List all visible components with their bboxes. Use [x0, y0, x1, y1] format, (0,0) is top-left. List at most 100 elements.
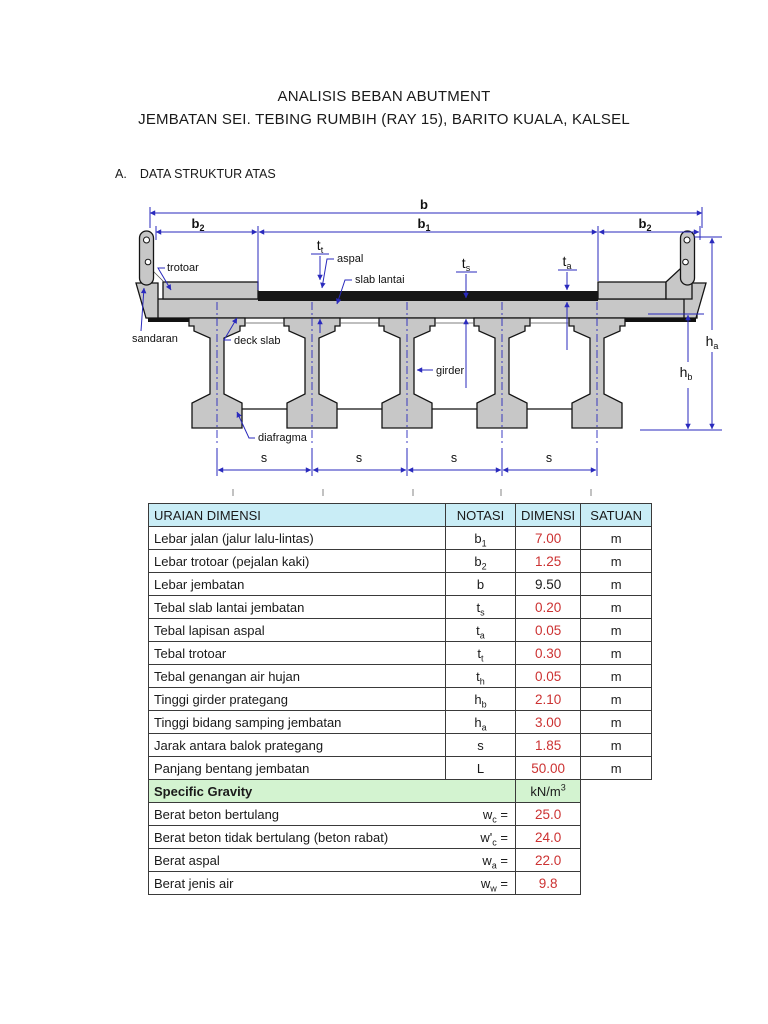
- dim-s: s: [546, 451, 552, 465]
- cell-label: Tinggi girder prategang: [148, 687, 446, 711]
- table-row: Lebar jalan (jalur lalu-lintas) b1 7.00 …: [148, 526, 653, 550]
- asphalt-layer-shape: [258, 291, 598, 301]
- document-title-line1: ANALISIS BEBAN ABUTMENT: [277, 88, 491, 105]
- cell-value: 24.0: [514, 825, 582, 849]
- cell-notasi: b: [445, 572, 516, 596]
- table-row: Tinggi girder prategang hb 2.10 m: [148, 687, 653, 711]
- col-header-satuan: SATUAN: [580, 503, 653, 527]
- deck-edge-left: [135, 282, 159, 319]
- cell-notasi: ts: [445, 595, 516, 619]
- cell-label: Lebar jembatan: [148, 572, 446, 596]
- deck-slab-shape: [147, 298, 698, 319]
- label-sandaran: sandaran: [132, 333, 178, 345]
- cell-value: 9.50: [514, 572, 582, 596]
- cell-label: Lebar trotoar (pejalan kaki): [148, 549, 446, 573]
- trotoar-right-shape: [597, 281, 667, 300]
- table-row: Tebal lapisan aspal ta 0.05 m: [148, 618, 653, 642]
- trotoar-left-shape: [162, 281, 259, 300]
- cell-notasi: tt: [445, 641, 516, 665]
- cell-value: 0.05: [514, 618, 582, 642]
- bridge-deck: [135, 230, 707, 322]
- col-header-notasi: NOTASI: [445, 503, 516, 527]
- cell-notasi: b1: [445, 526, 516, 550]
- table-row: Jarak antara balok prategang s 1.85 m: [148, 733, 653, 757]
- cell-unit: m: [580, 549, 653, 573]
- label-aspal: aspal: [337, 253, 363, 265]
- dimension-lines: [149, 207, 722, 476]
- dim-ts: ts: [462, 255, 471, 273]
- girders: [188, 302, 626, 444]
- cell-unit: m: [580, 641, 653, 665]
- cell-notasi: s: [445, 733, 516, 757]
- cell-notasi: b2: [445, 549, 516, 573]
- cell-value: 3.00: [514, 710, 582, 734]
- post-hole: [683, 236, 691, 244]
- col-header-uraian: URAIAN DIMENSI: [148, 503, 446, 527]
- cell-unit: m: [580, 687, 653, 711]
- cell-label: Berat beton tidak bertulang (beton rabat…: [148, 825, 516, 849]
- table-row: Tinggi bidang samping jembatan ha 3.00 m: [148, 710, 653, 734]
- cell-label: Tebal lapisan aspal: [148, 618, 446, 642]
- cell-notasi: th: [445, 664, 516, 688]
- section-heading: A. DATA STRUKTUR ATAS: [115, 167, 276, 181]
- label-girder: girder: [436, 365, 464, 377]
- cell-value: 7.00: [514, 526, 582, 550]
- empty-cell: [580, 825, 652, 849]
- cell-unit: m: [580, 710, 653, 734]
- dim-b: b: [420, 197, 428, 212]
- table-row: Tebal trotoar tt 0.30 m: [148, 641, 653, 665]
- dim-tt: tt: [317, 237, 324, 255]
- cell-unit: m: [580, 595, 653, 619]
- cell-value: 2.10: [514, 687, 582, 711]
- cell-unit: m: [580, 664, 653, 688]
- cell-notasi: ta: [445, 618, 516, 642]
- cell-value: 0.30: [514, 641, 582, 665]
- dim-b1: b1: [418, 216, 431, 233]
- empty-cell: [580, 848, 652, 872]
- bridge-cross-section-diagram: b b2 b1 b2 tt ts ta ha hb s s s s trotoa…: [132, 197, 722, 496]
- document-title-line2: JEMBATAN SEI. TEBING RUMBIH (RAY 15), BA…: [138, 111, 630, 128]
- empty-cell: [580, 871, 652, 895]
- cell-unit: m: [580, 733, 653, 757]
- table-row: Lebar jembatan b 9.50 m: [148, 572, 653, 596]
- cell-value: 9.8: [514, 871, 582, 895]
- empty-cell: [580, 802, 652, 826]
- dim-ta: ta: [563, 253, 572, 271]
- table-row: Tebal slab lantai jembatan ts 0.20 m: [148, 595, 653, 619]
- gravity-header-row: Specific Gravity kN/m3: [148, 779, 652, 803]
- cell-notasi: hb: [445, 687, 516, 711]
- page-tick-marks: [232, 489, 592, 496]
- label-deck-slab: deck slab: [234, 335, 280, 347]
- cell-value: 22.0: [514, 848, 582, 872]
- table-row: Panjang bentang jembatan L 50.00 m: [148, 756, 653, 780]
- dim-s: s: [261, 451, 267, 465]
- dim-b2-right: b2: [639, 216, 652, 233]
- gravity-row: Berat beton tidak bertulang (beton rabat…: [148, 825, 652, 849]
- cell-notasi: L: [445, 756, 516, 780]
- section-label: A.: [115, 167, 127, 181]
- post-hole: [682, 258, 689, 266]
- cell-unit: m: [580, 526, 653, 550]
- section-title: DATA STRUKTUR ATAS: [139, 167, 276, 181]
- cell-label: Tinggi bidang samping jembatan: [148, 710, 446, 734]
- col-header-dimensi: DIMENSI: [514, 503, 582, 527]
- cell-value: 0.20: [514, 595, 582, 619]
- curb-ramp-left: [152, 270, 166, 284]
- table-row: Tebal genangan air hujan th 0.05 m: [148, 664, 653, 688]
- cell-notasi: ha: [445, 710, 516, 734]
- cell-value: 1.85: [514, 733, 582, 757]
- cell-unit: m: [580, 756, 653, 780]
- post-hole: [143, 236, 150, 244]
- cell-label: Tebal slab lantai jembatan: [148, 595, 446, 619]
- cell-value: 50.00: [514, 756, 582, 780]
- dim-ha: ha: [706, 333, 719, 351]
- cell-label: Panjang bentang jembatan: [148, 756, 446, 780]
- gravity-unit: kN/m3: [514, 779, 582, 803]
